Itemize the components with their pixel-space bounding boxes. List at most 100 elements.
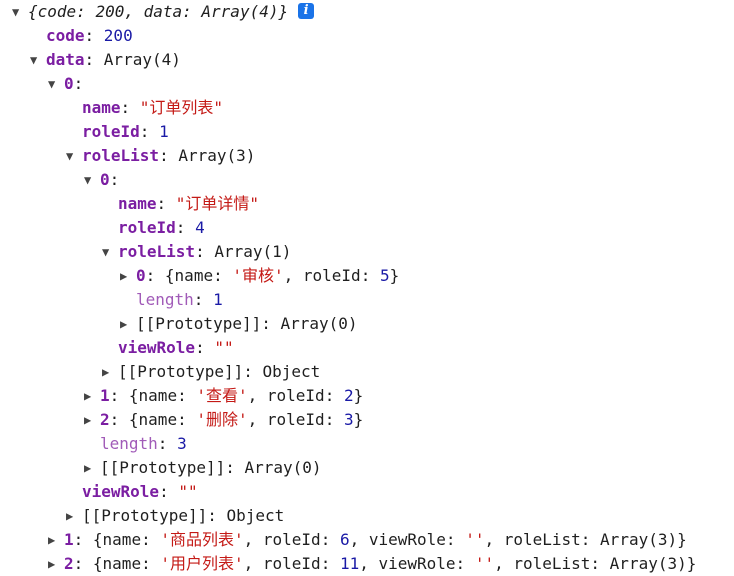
expand-arrow-down-icon[interactable]: ▼ — [30, 53, 38, 67]
expand-arrow-down-icon[interactable]: ▼ — [48, 77, 56, 91]
tree-token: : — [225, 458, 245, 477]
tree-token: , roleId: — [247, 410, 344, 429]
tree-token: 0 — [100, 170, 110, 189]
expand-arrow-right-icon[interactable]: ▶ — [84, 389, 92, 403]
tree-token: 200 — [95, 2, 125, 21]
tree-token: : { — [145, 266, 175, 285]
tree-token: Array(3) — [178, 146, 256, 165]
tree-token: : — [193, 290, 214, 309]
tree-token: name: — [174, 266, 233, 285]
tree-token: Array(4) — [103, 50, 181, 69]
tree-token: length — [100, 434, 158, 453]
tree-token: "" — [178, 482, 198, 501]
expand-arrow-down-icon[interactable]: ▼ — [66, 149, 74, 163]
tree-row[interactable]: ▶1: {name: '商品列表', roleId: 6, viewRole: … — [48, 528, 687, 552]
tree-row[interactable]: ▼roleList: Array(3) — [66, 144, 255, 168]
expand-arrow-right-icon[interactable]: ▶ — [66, 509, 74, 523]
tree-row: name: "订单详情" — [102, 192, 259, 216]
expand-arrow-down-icon[interactable]: ▼ — [102, 245, 110, 259]
tree-token: : — [73, 74, 84, 93]
tree-token: 2 — [100, 410, 110, 429]
tree-token: Array(0) — [280, 314, 358, 333]
tree-row[interactable]: ▶2: {name: '用户列表', roleId: 11, viewRole:… — [48, 552, 696, 576]
tree-token: code — [37, 2, 77, 21]
tree-token: } — [353, 410, 364, 429]
tree-token: : — [156, 194, 176, 213]
tree-token: } — [389, 266, 400, 285]
tree-token: } — [353, 386, 364, 405]
tree-token: : {name: — [73, 530, 161, 549]
expand-arrow-right-icon[interactable]: ▶ — [102, 365, 110, 379]
expand-arrow-right-icon[interactable]: ▶ — [48, 533, 56, 547]
tree-row[interactable]: ▶ 0: {name: '审核', roleId: 5} — [120, 264, 399, 288]
expand-arrow-down-icon[interactable]: ▼ — [84, 173, 92, 187]
tree-token: 4 — [195, 218, 205, 237]
tree-row[interactable]: ▼ data: Array(4) — [30, 48, 181, 72]
tree-row: name: "订单列表" — [66, 96, 223, 120]
tree-token: 3 — [177, 434, 187, 453]
tree-row[interactable]: ▶[[Prototype]]: Array(0) — [84, 456, 322, 480]
tree-row[interactable]: ▼{code: 200, data: Array(4)}i — [12, 0, 315, 24]
tree-token: '查看' — [196, 386, 248, 405]
tree-row[interactable]: ▶[[Prototype]]: Array(0) — [120, 312, 358, 336]
expand-arrow-right-icon[interactable]: ▶ — [84, 413, 92, 427]
expand-arrow-right-icon[interactable]: ▶ — [120, 269, 128, 283]
tree-token: 11 — [339, 554, 360, 573]
tree-token: { — [28, 2, 38, 21]
tree-token: : — [84, 50, 104, 69]
tree-row[interactable]: ▼roleList: Array(1) — [102, 240, 291, 264]
tree-token: '商品列表' — [160, 530, 244, 549]
tree-row[interactable]: ▼0: — [84, 168, 119, 192]
info-icon[interactable]: i — [298, 2, 315, 19]
tree-row: roleId: 1 — [66, 120, 169, 144]
tree-row[interactable]: ▶2: {name: '删除', roleId: 3} — [84, 408, 363, 432]
tree-token: 2 — [343, 386, 354, 405]
tree-token: 1 — [100, 386, 110, 405]
tree-token: length — [136, 290, 194, 309]
tree-token: : — [76, 2, 96, 21]
tree-token: "" — [214, 338, 234, 357]
tree-token: , viewRole: — [349, 530, 466, 549]
tree-row[interactable]: ▶[[Prototype]]: Object — [102, 360, 320, 384]
tree-row[interactable]: ▶1: {name: '查看', roleId: 2} — [84, 384, 363, 408]
tree-token: name — [118, 194, 157, 213]
tree-token: : {name: — [73, 554, 161, 573]
tree-token: '用户列表' — [160, 554, 244, 573]
tree-token: : {name: — [109, 386, 197, 405]
tree-row[interactable]: ▶[[Prototype]]: Object — [66, 504, 284, 528]
tree-token: '审核' — [232, 266, 284, 285]
tree-token: , roleId: — [243, 530, 340, 549]
expand-arrow-right-icon[interactable]: ▶ — [48, 557, 56, 571]
tree-token: Object — [262, 362, 321, 381]
expand-arrow-right-icon[interactable]: ▶ — [84, 461, 92, 475]
tree-token: : — [159, 482, 179, 501]
tree-row: length: 1 — [120, 288, 223, 312]
tree-token: 1 — [64, 530, 74, 549]
tree-token: : — [139, 122, 160, 141]
tree-row: length: 3 — [84, 432, 187, 456]
tree-token: data — [46, 50, 85, 69]
tree-token: : — [159, 146, 179, 165]
tree-token: : — [157, 434, 178, 453]
tree-token: Object — [226, 506, 285, 525]
tree-token: 0 — [64, 74, 74, 93]
tree-token: 1 — [213, 290, 223, 309]
tree-row[interactable]: ▼ 0: — [48, 72, 83, 96]
tree-token: : — [207, 506, 227, 525]
tree-token: "订单列表" — [139, 98, 224, 117]
tree-token: , roleId: — [283, 266, 380, 285]
tree-token: name — [82, 98, 121, 117]
tree-token: : — [195, 242, 215, 261]
tree-token: roleId — [118, 218, 176, 237]
tree-token: [[Prototype]] — [100, 458, 226, 477]
tree-token: : — [120, 98, 140, 117]
tree-token: 0 — [136, 266, 146, 285]
tree-token: : — [261, 314, 281, 333]
tree-row: viewRole: "" — [102, 336, 234, 360]
tree-token: 5 — [379, 266, 390, 285]
expand-arrow-right-icon[interactable]: ▶ — [120, 317, 128, 331]
tree-token: 2 — [64, 554, 74, 573]
tree-token: '' — [474, 554, 495, 573]
tree-row: viewRole: "" — [66, 480, 198, 504]
expand-arrow-down-icon[interactable]: ▼ — [12, 5, 20, 19]
